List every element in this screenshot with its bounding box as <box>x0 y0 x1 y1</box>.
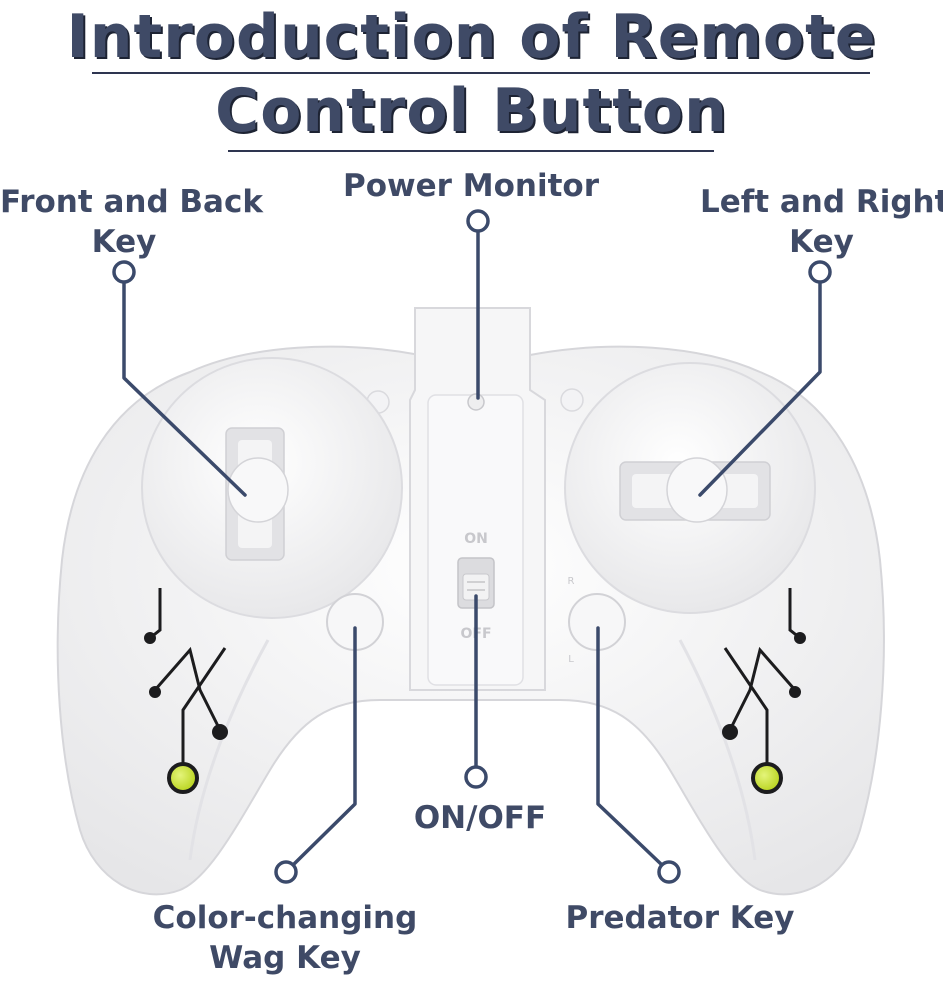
switch-r-text: R <box>568 576 575 587</box>
label-predator-key: Predator Key <box>565 900 795 936</box>
label-color-changing-wag-key-line2: Wag Key <box>209 940 361 976</box>
switch-l-text: L <box>568 654 574 665</box>
left-circuit-dot-3 <box>212 724 228 740</box>
title-line-1: Introduction of Remote <box>66 2 877 72</box>
callout-line-predator <box>596 626 664 867</box>
callout-marker-front-back <box>112 260 136 284</box>
label-front-back-key-line2: Key <box>91 224 157 260</box>
callout-marker-color-wag <box>274 860 298 884</box>
left-circuit-dot-2 <box>149 686 161 698</box>
callout-marker-on-off <box>464 765 488 789</box>
title-line-2: Control Button <box>215 76 728 146</box>
right-stick[interactable] <box>564 362 816 614</box>
left-stick[interactable] <box>141 357 403 619</box>
label-front-back-key-line1: Front and Back <box>0 184 263 220</box>
label-power-monitor: Power Monitor <box>342 168 599 204</box>
callout-line-color-wag <box>291 626 357 867</box>
callout-line-left-right <box>698 281 822 497</box>
callout-line-front-back <box>122 281 247 497</box>
right-circuit-dot-1 <box>794 632 806 644</box>
left-circuit-dot-1 <box>144 632 156 644</box>
label-on-off: ON/OFF <box>413 800 547 836</box>
label-left-right-key-line1: Left and Right <box>700 184 943 220</box>
right-circuit-dot-3 <box>722 724 738 740</box>
right-led-light <box>751 762 783 794</box>
switch-on-text: ON <box>464 531 488 547</box>
callout-marker-left-right <box>808 260 832 284</box>
left-led-light <box>167 762 199 794</box>
label-color-changing-wag-key-line1: Color-changing <box>152 900 418 936</box>
label-left-right-key-line2: Key <box>789 224 854 260</box>
title-underline-2 <box>228 150 714 152</box>
right-circuit-dot-2 <box>789 686 801 698</box>
power-monitor-led <box>467 393 485 411</box>
title-underline-1 <box>92 72 870 74</box>
callout-marker-power-monitor <box>466 209 490 233</box>
on-off-switch[interactable] <box>457 557 495 609</box>
callout-marker-predator <box>657 860 681 884</box>
